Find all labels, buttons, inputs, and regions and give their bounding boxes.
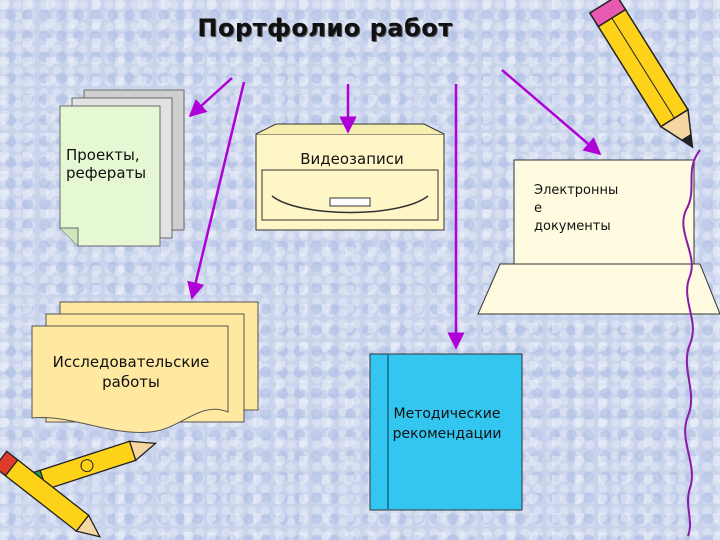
edocs-node — [477, 159, 720, 315]
research-label: Исследовательские работы — [52, 353, 210, 391]
video-node — [255, 123, 445, 231]
arrow-projects — [188, 77, 233, 118]
pencil-icon — [588, 0, 694, 149]
arrow-edocs — [501, 69, 602, 156]
arrow-research — [187, 81, 246, 300]
research-node — [31, 301, 259, 433]
decorative-squiggle — [682, 149, 701, 537]
methodical-node — [369, 353, 523, 511]
arrows — [187, 69, 602, 350]
pencils-icon — [0, 440, 158, 538]
projects-label: Проекты, рефераты — [66, 146, 147, 182]
edocs-label: Электронны е документы — [534, 183, 619, 234]
video-label: Видеозаписи — [300, 150, 404, 168]
page-title: Портфолио работ — [197, 14, 453, 42]
projects-node — [59, 89, 185, 247]
methodical-label: Методические рекомендации — [392, 406, 502, 442]
